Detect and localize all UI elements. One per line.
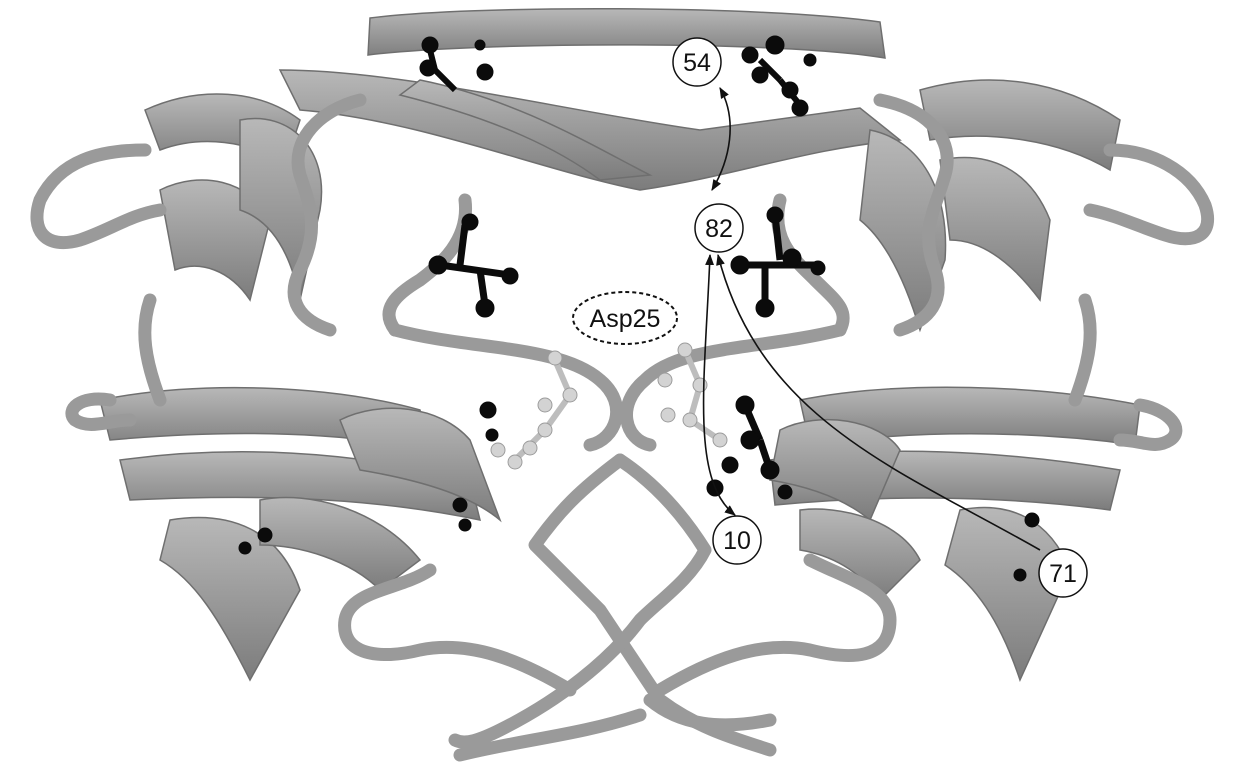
label-54: 54 — [673, 38, 721, 86]
label-71: 71 — [1039, 549, 1087, 597]
label-10: 10 — [713, 516, 761, 564]
right-sheet-2 — [940, 158, 1050, 301]
left-outer-loop — [37, 150, 160, 243]
label-asp25-text: Asp25 — [590, 305, 661, 333]
label-10-text: 10 — [723, 527, 751, 555]
label-71-text: 71 — [1049, 560, 1077, 588]
top-flap-sheet-a — [368, 9, 885, 58]
left-mid-coil — [145, 300, 160, 400]
residue-82-atoms-left — [429, 214, 518, 317]
residue-82-atoms-right — [731, 207, 825, 317]
label-82-text: 82 — [705, 215, 733, 243]
label-82: 82 — [695, 204, 743, 252]
right-mid-coil — [1075, 300, 1090, 400]
bottom-right-loop — [660, 560, 890, 690]
label-asp25: Asp25 — [573, 292, 677, 344]
active-site-residues — [491, 343, 727, 469]
active-site-left — [491, 351, 577, 469]
right-lower-sheet-3 — [770, 420, 900, 520]
bottom-left-loop — [345, 570, 570, 690]
beta-sheets — [100, 9, 1140, 680]
label-54-text: 54 — [683, 49, 711, 77]
